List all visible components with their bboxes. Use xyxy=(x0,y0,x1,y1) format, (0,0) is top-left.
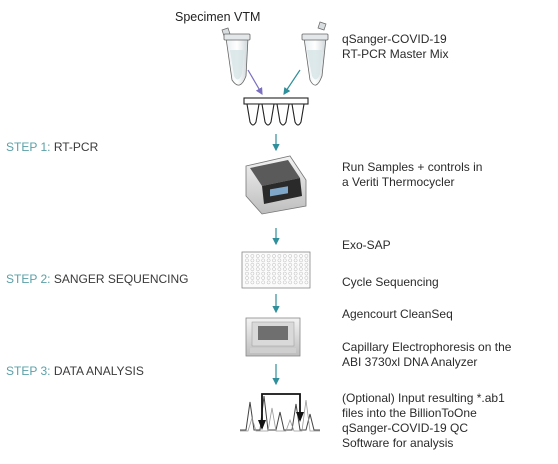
electrophoresis-line2: ABI 3730xl DNA Analyzer xyxy=(342,355,478,369)
step-3-label: STEP 3: DATA ANALYSIS xyxy=(6,364,144,378)
arrow-mastermix xyxy=(283,69,301,95)
step-2-name: SANGER SEQUENCING xyxy=(53,272,189,286)
mastermix-tube-icon xyxy=(301,21,329,86)
thermocycler-line1: Run Samples + controls in xyxy=(342,160,483,174)
arrow-specimen xyxy=(247,69,263,96)
analysis-line3: qSanger-COVID-19 QC xyxy=(342,421,469,435)
mastermix-line1: qSanger-COVID-19 xyxy=(342,32,447,46)
exo-sap-label: Exo-SAP xyxy=(342,238,391,252)
thermocycler-line2: a Veriti Thermocycler xyxy=(342,175,455,189)
step-3-name: DATA ANALYSIS xyxy=(53,364,144,378)
step-1-key: STEP 1: xyxy=(6,140,51,154)
cycle-sequencing-label: Cycle Sequencing xyxy=(342,275,439,289)
step-1-label: STEP 1: RT-PCR xyxy=(6,140,98,154)
step-2-label: STEP 2: SANGER SEQUENCING xyxy=(6,272,189,286)
electrophoresis-line1: Capillary Electrophoresis on the xyxy=(342,340,512,354)
specimen-tube-icon xyxy=(221,27,251,86)
pcr-strip-icon xyxy=(243,97,309,126)
step-1-name: RT-PCR xyxy=(53,140,99,154)
thermocycler-icon xyxy=(245,155,307,215)
mastermix-line2: RT-PCR Master Mix xyxy=(342,47,449,61)
analysis-line1: (Optional) Input resulting *.ab1 xyxy=(342,391,505,405)
well-plate-icon xyxy=(241,251,311,289)
analysis-line4: Software for analysis xyxy=(342,436,454,450)
chromatogram-icon xyxy=(240,393,320,432)
step-2-key: STEP 2: xyxy=(6,272,51,286)
step-3-key: STEP 3: xyxy=(6,364,51,378)
dna-analyzer-icon xyxy=(245,317,301,357)
cleanseq-label: Agencourt CleanSeq xyxy=(342,307,453,321)
specimen-label: Specimen VTM xyxy=(175,10,261,24)
analysis-line2: files into the BillionToOne xyxy=(342,406,477,420)
